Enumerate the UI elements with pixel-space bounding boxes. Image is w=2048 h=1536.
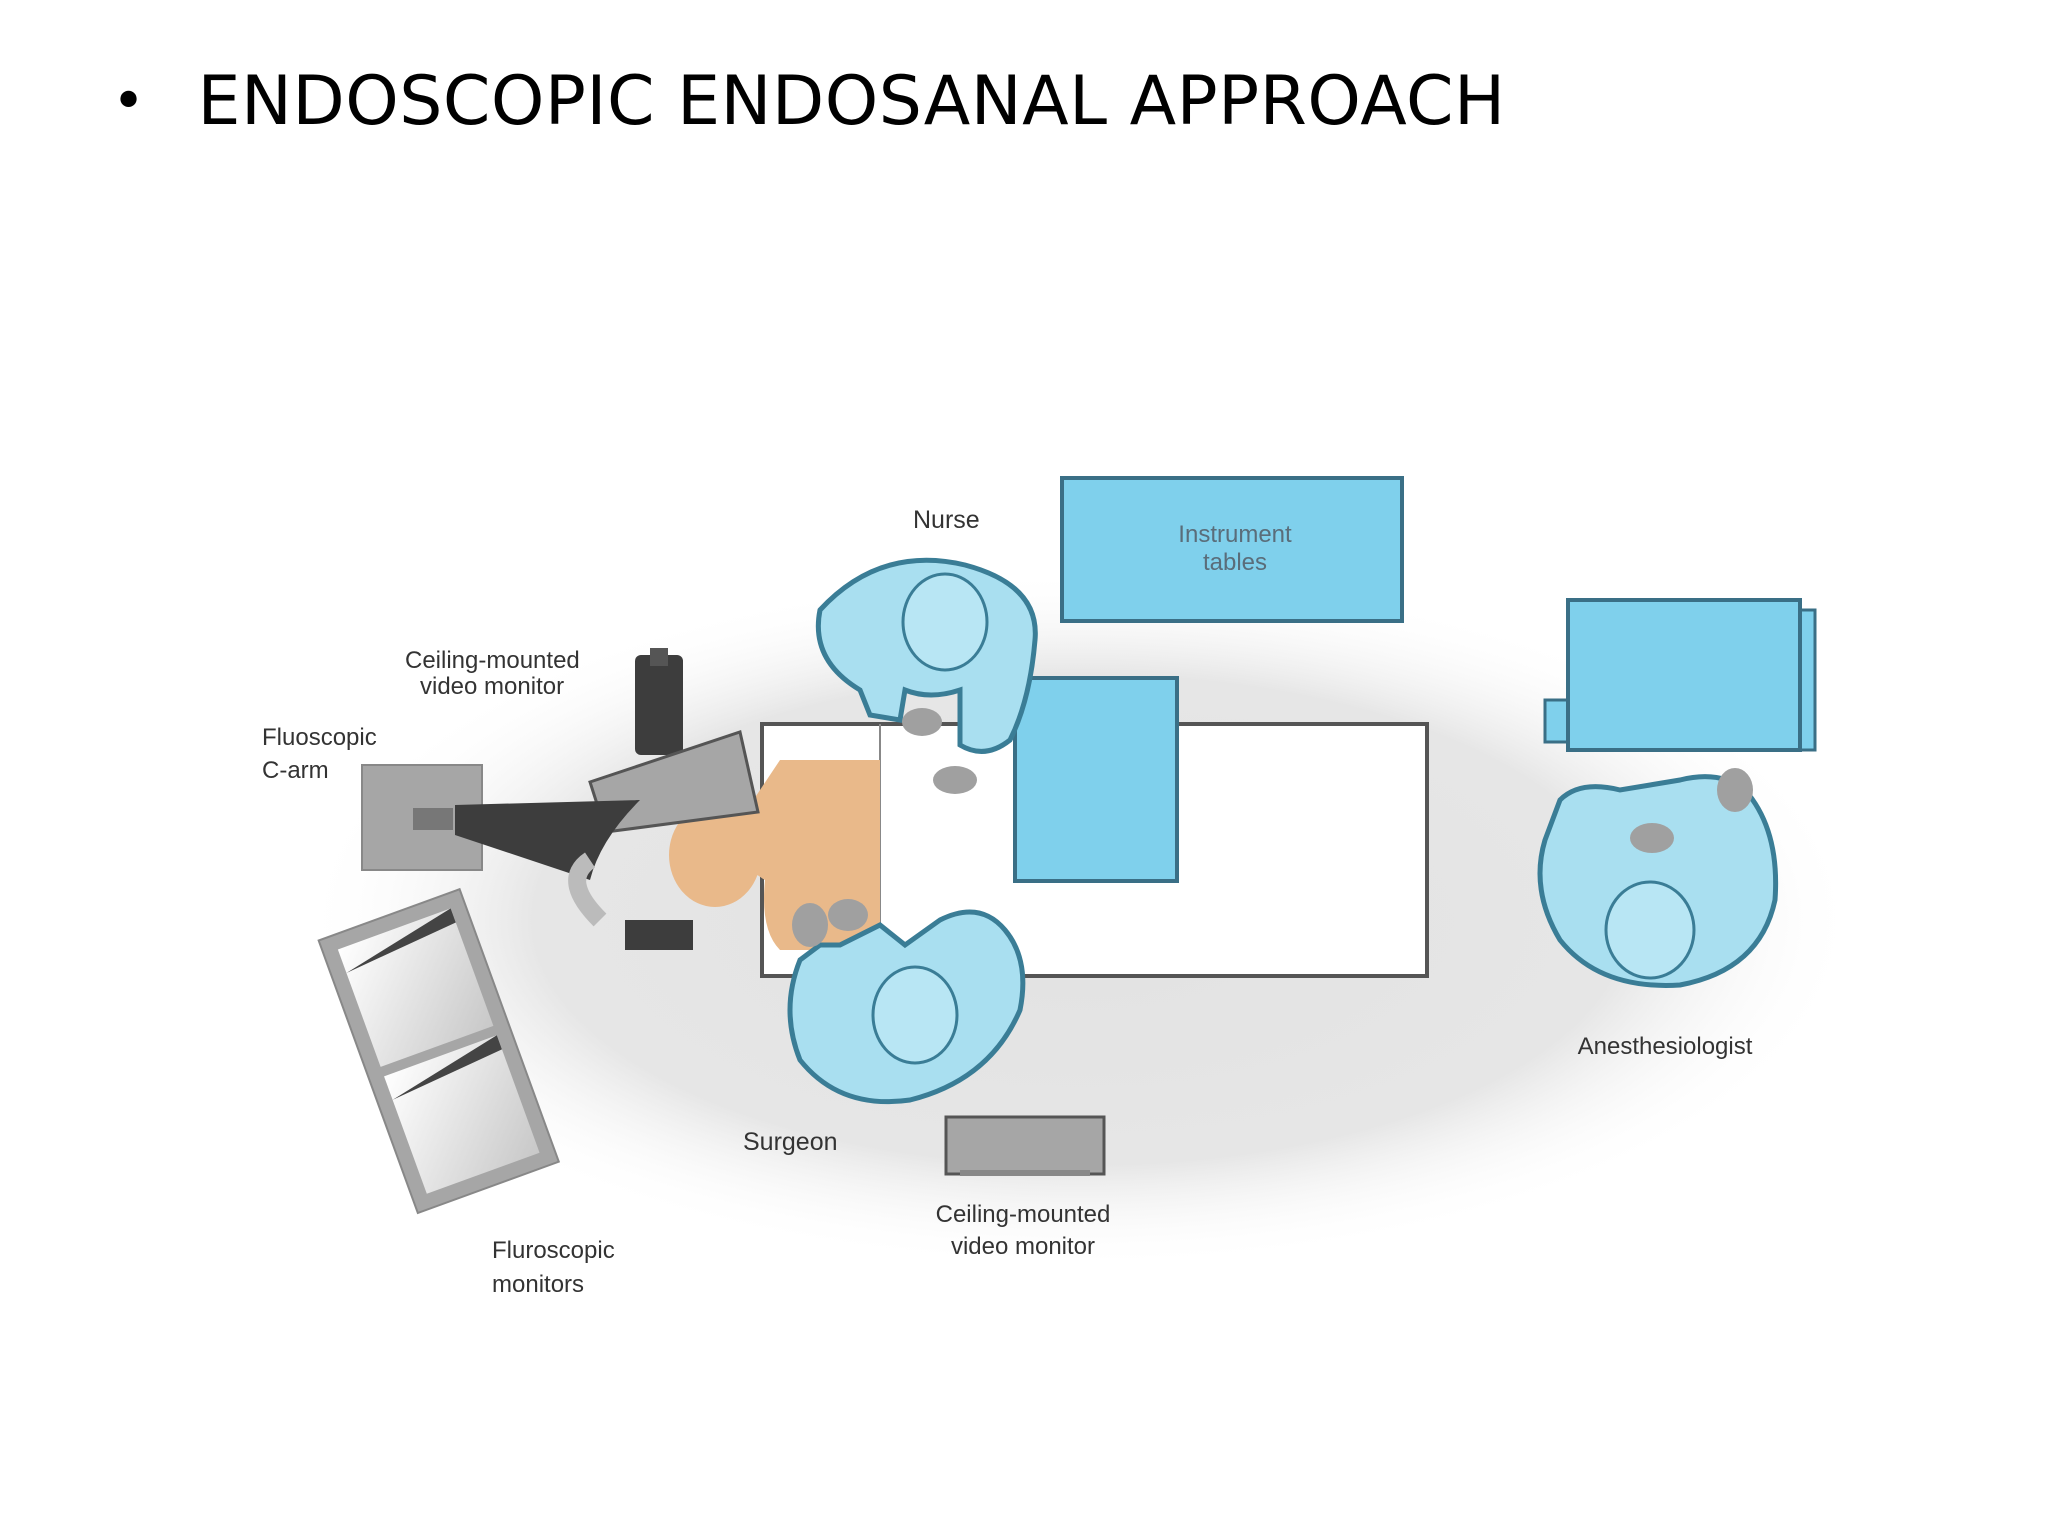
c-arm-label-line2: C-arm <box>262 757 329 784</box>
fluoro-monitor-screen-1 <box>337 908 494 1067</box>
instrument-tables-label-line2: tables <box>1203 549 1267 576</box>
fluoro-monitors-label-line2: monitors <box>492 1271 584 1298</box>
patient-head <box>669 803 761 907</box>
bullet-point: • <box>112 69 146 134</box>
mayo-stand <box>1013 676 1179 883</box>
anesthesiologist-label: Anesthesiologist <box>1578 1033 1753 1060</box>
top-monitor-label-line2: video monitor <box>420 673 564 700</box>
surgeon-hand-left <box>792 903 828 947</box>
surgeon-head <box>871 965 959 1065</box>
fluoro-monitor-screen-2 <box>384 1035 540 1194</box>
fluoro-monitors-label-line1: Fluroscopic <box>492 1237 615 1264</box>
top-monitor-cap <box>650 648 668 666</box>
anesthesiologist-hand-left <box>1630 823 1674 853</box>
bottom-monitor-label-line1: Ceiling-mounted <box>936 1201 1111 1228</box>
bottom-monitor-base <box>960 1170 1090 1176</box>
c-arm-boom <box>455 800 640 880</box>
top-monitor-stand <box>635 655 683 755</box>
nurse-figure <box>815 557 1038 794</box>
fluoroscopic-monitors <box>317 887 561 1215</box>
anesthesiologist-figure <box>1537 768 1779 988</box>
instrument-table <box>1060 476 1404 623</box>
nurse-hand-left <box>902 708 942 736</box>
anesthesiologist-hand-right <box>1717 768 1753 812</box>
nurse-hand-right <box>933 766 977 794</box>
bottom-video-monitor <box>944 1115 1106 1176</box>
surgeon-figure <box>787 899 1026 1105</box>
surgeon-hand-right <box>828 899 868 931</box>
anesthesiologist-head <box>1604 880 1696 980</box>
c-arm-pivot <box>413 808 453 830</box>
slide-title: ENDOSCOPIC ENDOSANAL APPROACH <box>197 62 1506 141</box>
top-monitor-label-line1: Ceiling-mounted <box>405 647 580 674</box>
surgeon-label: Surgeon <box>743 1128 838 1156</box>
nurse-label: Nurse <box>913 506 980 534</box>
c-arm-detector <box>625 920 693 950</box>
c-arm-label-line1: Fluoscopic <box>262 724 377 751</box>
c-arm-arc <box>568 852 607 927</box>
slide-title-row: • ENDOSCOPIC ENDOSANAL APPROACH <box>112 62 1506 141</box>
bottom-monitor-label-line2: video monitor <box>951 1233 1095 1260</box>
nurse-head <box>901 572 989 672</box>
anesthesia-cart <box>1566 598 1802 752</box>
instrument-tables-label-line1: Instrument <box>1178 521 1292 548</box>
